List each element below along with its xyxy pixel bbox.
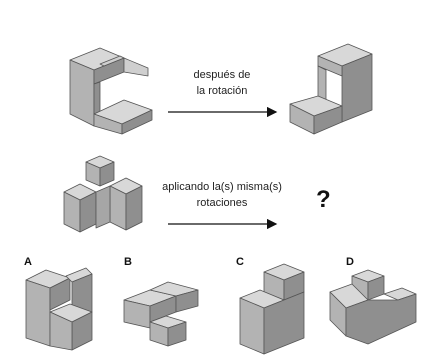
rotated-object-1 — [289, 43, 373, 135]
row1-caption-line1: después de — [193, 69, 251, 81]
option-b-figure[interactable] — [123, 281, 199, 347]
row2-caption-line2: rotaciones — [196, 197, 248, 209]
option-b-label[interactable]: B — [124, 256, 132, 268]
option-c-figure[interactable] — [239, 263, 305, 355]
row2-caption-line1: aplicando la(s) misma(s) — [162, 181, 282, 193]
original-object-1 — [69, 47, 153, 135]
option-a-label[interactable]: A — [24, 256, 32, 268]
row1-caption-line2: la rotación — [196, 85, 248, 97]
original-object-2 — [63, 155, 143, 233]
option-d-label[interactable]: D — [346, 256, 354, 268]
question-mark: ? — [316, 186, 331, 213]
option-d-figure[interactable] — [329, 269, 417, 345]
option-c-label[interactable]: C — [236, 256, 244, 268]
option-a-figure[interactable] — [25, 267, 93, 351]
